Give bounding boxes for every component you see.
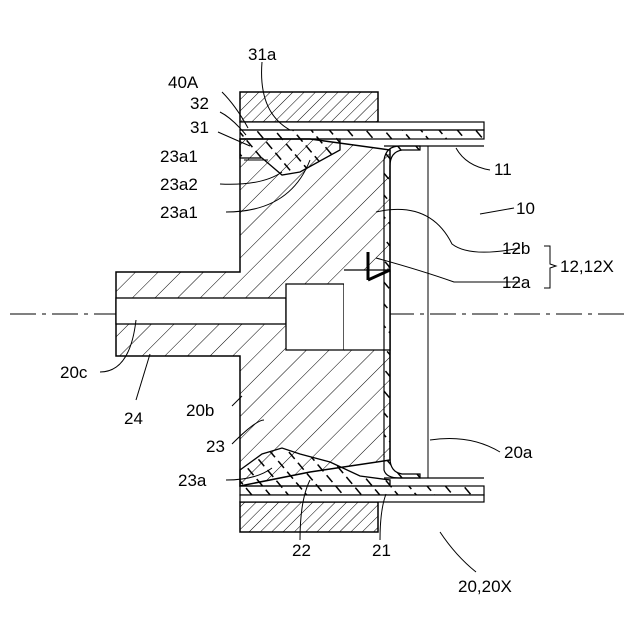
label-23a: 23a <box>178 471 207 490</box>
label-10: 10 <box>516 199 535 218</box>
bottom-tube-layer-inner <box>240 486 484 495</box>
label-20b: 20b <box>186 401 214 420</box>
label-12b: 12b <box>502 239 530 258</box>
top-ring-block <box>240 92 378 122</box>
label-20-group: 20,20X <box>458 577 512 596</box>
bottom-ring-block <box>240 502 378 532</box>
bore-step <box>286 284 344 350</box>
label-24: 24 <box>124 409 143 428</box>
label-31a: 31a <box>248 45 277 64</box>
label-32: 32 <box>190 94 209 113</box>
group-bracket <box>544 246 556 288</box>
label-20c: 20c <box>60 363 88 382</box>
label-22: 22 <box>292 541 311 560</box>
inner-cavity <box>344 270 390 350</box>
label-11: 11 <box>494 160 512 179</box>
label-40A: 40A <box>168 73 199 92</box>
label-23: 23 <box>206 437 225 456</box>
bottom-tube-layer-outer <box>240 495 484 502</box>
label-21: 21 <box>372 541 391 560</box>
label-23a1-mid: 23a1 <box>160 203 198 222</box>
top-tube-layer-inner <box>240 130 484 139</box>
diaphragm-wall <box>384 146 420 478</box>
bore-channel <box>116 298 286 324</box>
label-12-group: 12,12X <box>560 257 614 276</box>
top-tube-layer-outer <box>240 122 484 130</box>
label-23a2: 23a2 <box>160 175 198 194</box>
label-31: 31 <box>190 118 209 137</box>
label-20a: 20a <box>504 443 533 462</box>
label-12a: 12a <box>502 273 531 292</box>
label-23a1-top: 23a1 <box>160 147 198 166</box>
